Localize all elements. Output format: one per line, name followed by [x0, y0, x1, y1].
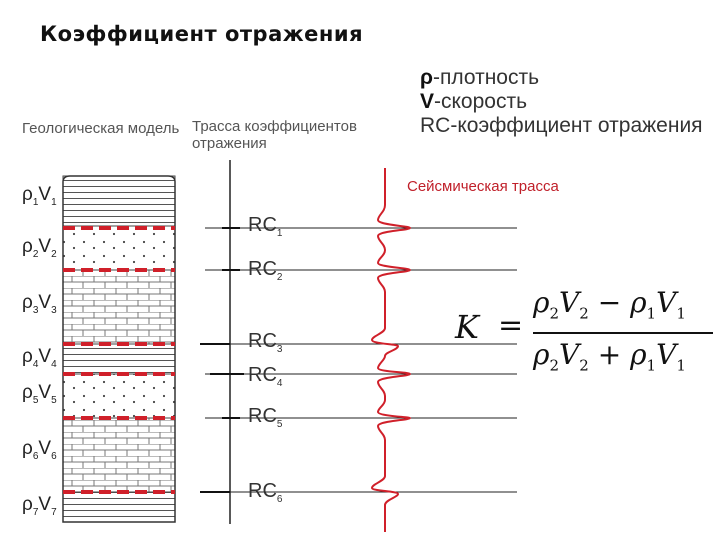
formula-equals: =	[498, 308, 523, 343]
formula-fraction-bar	[533, 332, 713, 334]
layer-7-shale	[63, 492, 175, 522]
layer-label-4: ρ4V4	[22, 346, 57, 370]
rc-label-5: RC5	[248, 405, 282, 430]
formula-lhs: K	[455, 308, 479, 346]
layer-1-shale	[63, 176, 175, 226]
layer-label-2: ρ2V2	[22, 236, 57, 260]
layer-label-3: ρ3V3	[22, 292, 57, 316]
layer-5-sand	[63, 374, 175, 418]
rc-label-1: RC1	[248, 214, 282, 239]
layer-6-limestone	[63, 418, 175, 492]
layer-label-1: ρ1V1	[22, 184, 57, 208]
formula-denominator: ρ2V2 + ρ1V1	[533, 338, 686, 375]
rc-label-6: RC6	[248, 480, 282, 505]
formula-numerator: ρ2V2 − ρ1V1	[533, 286, 686, 323]
seismic-trace	[372, 168, 410, 532]
layer-label-5: ρ5V5	[22, 382, 57, 406]
rc-label-4: RC4	[248, 364, 282, 389]
seismic-trace-label: Сейсмическая трасса	[407, 178, 559, 195]
layer-2-sand	[63, 226, 175, 270]
layer-label-6: ρ6V6	[22, 438, 57, 462]
rc-label-3: RC3	[248, 330, 282, 355]
rc-label-2: RC2	[248, 258, 282, 283]
layer-label-7: ρ7V7	[22, 494, 57, 518]
rc-spikes	[200, 228, 244, 492]
layer-4-shale	[63, 344, 175, 374]
layer-3-limestone	[63, 270, 175, 344]
